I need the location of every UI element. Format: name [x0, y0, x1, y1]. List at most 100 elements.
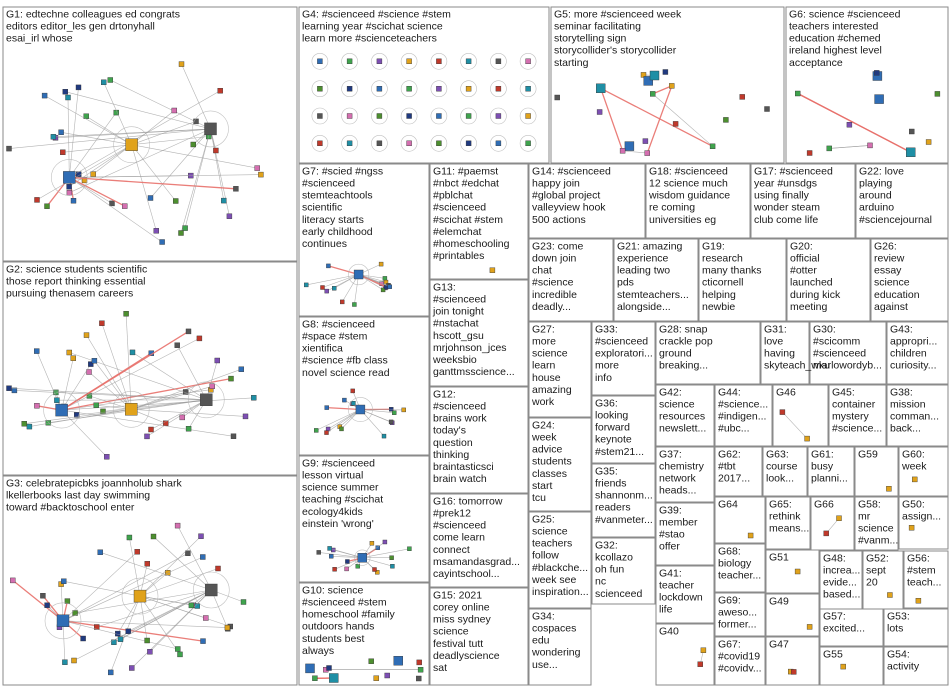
g1-node: [258, 172, 263, 177]
g49-cluster: G49: [766, 594, 819, 636]
g25-cluster: G25:scienceteachersfollow#blackche...wee…: [529, 512, 591, 608]
g35-cluster: G35:friendsshannonm...readers#vanmeter..…: [592, 464, 655, 537]
g4-node: [466, 141, 471, 146]
g5-node: [765, 107, 770, 112]
g59-cluster: G59: [855, 447, 898, 496]
g4-node: [436, 114, 441, 119]
g3-node: [145, 561, 150, 566]
g67-cluster: G67:#covid19#covidv...: [715, 637, 765, 685]
g52-node: [887, 593, 892, 598]
g8-node: [325, 406, 329, 410]
g7-node: [352, 303, 356, 307]
g9-node: [345, 567, 349, 571]
g2-node: [149, 427, 154, 432]
g1-node: [91, 172, 96, 177]
g2-node: [67, 350, 72, 355]
g4-node: [466, 59, 471, 64]
g2-node: [251, 395, 256, 400]
g8-node: [340, 427, 344, 431]
g10-node: [329, 674, 338, 683]
g10-node: [385, 673, 390, 678]
g5-node: [643, 139, 648, 144]
g46-node: [780, 410, 785, 415]
g7-node: [332, 286, 336, 290]
g3-node: [189, 603, 194, 608]
g3-node: [10, 578, 15, 583]
g4-node: [466, 86, 471, 91]
g9-label: G9: #scienceedlesson virtualscience summ…: [302, 458, 383, 530]
g4-node: [496, 141, 501, 146]
g3-node: [145, 638, 150, 643]
g6-cluster: G6: science #scienceedteachers intereste…: [786, 7, 948, 163]
g11-label: G11: #paemst#nbct #edchat#pblchat#scienc…: [433, 166, 510, 263]
g46-cluster: G46: [773, 385, 828, 446]
g40-node: [698, 662, 703, 667]
g3-cluster: G3: celebratepicbks joannholub sharklkel…: [3, 476, 297, 685]
g9-node: [329, 554, 333, 558]
g15-cluster: G15: 2021corey onlinemiss sydneysciencef…: [430, 588, 528, 685]
g4-node: [317, 86, 322, 91]
g10-node: [312, 676, 317, 681]
g2-node: [99, 321, 104, 326]
g65-cluster: G65:rethinkmeans...: [766, 497, 810, 549]
g4-node: [347, 114, 352, 119]
g14-cluster: G14: #scienceedhappy join#global project…: [529, 164, 645, 238]
g10-node: [369, 659, 374, 664]
g2-node: [104, 454, 109, 459]
g11-cluster: G11: #paemst#nbct #edchat#pblchat#scienc…: [430, 164, 528, 279]
g3-node: [147, 649, 152, 654]
g4-node: [436, 86, 441, 91]
g1-hub-node: [205, 123, 217, 135]
g4-node: [347, 59, 352, 64]
g53-cluster: G53:lots: [884, 609, 948, 646]
g1-node: [160, 240, 165, 245]
g10-node: [418, 667, 423, 672]
g33-cluster: G33:#scienceedexploratori...moreinfo: [592, 322, 655, 395]
g8-node: [389, 420, 393, 424]
g10-node: [306, 664, 315, 673]
g49-node: [807, 624, 812, 629]
g63-cluster: G63:courselook...: [763, 447, 807, 496]
g7-node: [340, 300, 344, 304]
g2-node: [7, 386, 12, 391]
g4-node: [496, 114, 501, 119]
g9-node: [407, 547, 411, 551]
g2-node: [94, 403, 99, 408]
g7-node: [325, 289, 329, 293]
g2-node: [145, 434, 150, 439]
g3-node: [45, 603, 50, 608]
g57-cluster: G57:excited...: [820, 609, 883, 646]
g59-node: [886, 486, 891, 491]
g1-node: [45, 204, 50, 209]
g4-node: [496, 86, 501, 91]
g4-node: [436, 141, 441, 146]
g26-cluster: G26:reviewessayscienceeducationagainst: [871, 239, 948, 321]
g6-node: [926, 140, 931, 145]
g4-node: [317, 114, 322, 119]
g45-cluster: G45:containermystery#science...: [829, 385, 886, 446]
g2-node: [215, 358, 220, 363]
g42-cluster: G42:scienceresourcesnewslett...: [656, 385, 714, 446]
g2-node: [243, 414, 248, 419]
g60-label: G60:week: [901, 449, 927, 473]
g3-node: [98, 550, 103, 555]
g2-node: [231, 434, 236, 439]
g5-node: [645, 151, 650, 156]
g2-node: [27, 424, 32, 429]
g55-label: G55: [823, 649, 843, 661]
g2-node: [34, 349, 39, 354]
g2-node: [197, 336, 202, 341]
g11-node: [490, 268, 495, 273]
g7-node: [388, 285, 392, 289]
g2-node: [92, 358, 97, 363]
g8-node: [351, 401, 355, 405]
g6-node: [827, 146, 832, 151]
g4-node: [407, 86, 412, 91]
g3-node: [203, 616, 208, 621]
g5-node: [723, 117, 728, 122]
g3-hub-node: [57, 615, 69, 627]
g4-node: [526, 86, 531, 91]
